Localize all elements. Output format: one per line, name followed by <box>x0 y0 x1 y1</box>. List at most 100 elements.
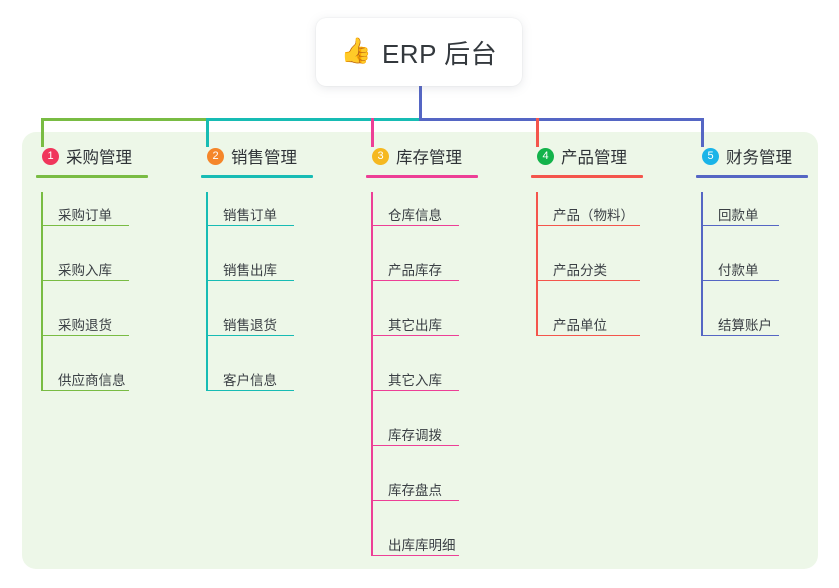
branch-item-underline <box>371 334 459 336</box>
branch-item[interactable]: 仓库信息 <box>366 192 478 247</box>
branch-item[interactable]: 出库库明细 <box>366 522 478 577</box>
branch-item[interactable]: 采购订单 <box>36 192 148 247</box>
branch-item[interactable]: 采购退货 <box>36 302 148 357</box>
branch-item-stem <box>536 302 538 336</box>
branch-item[interactable]: 产品单位 <box>531 302 643 357</box>
branch-drop-line-3 <box>371 118 374 147</box>
branch-item-stem <box>371 247 373 302</box>
branch-item[interactable]: 库存盘点 <box>366 467 478 522</box>
branch-item-label: 销售退货 <box>223 318 277 333</box>
branch-item-stem <box>206 247 208 302</box>
branch-badge-3: 3 <box>372 147 389 165</box>
branch-item-list-3: 仓库信息产品库存其它出库其它入库库存调拨库存盘点出库库明细 <box>366 192 478 577</box>
branch-item[interactable]: 其它出库 <box>366 302 478 357</box>
bus-segment-1 <box>41 118 209 121</box>
branch-item[interactable]: 销售订单 <box>201 192 313 247</box>
branch-item-label: 仓库信息 <box>388 208 442 223</box>
branch-item-underline <box>41 389 129 391</box>
branch-header-3[interactable]: 3 库存管理 <box>366 145 478 167</box>
branch-item-stem <box>206 357 208 391</box>
branch-item[interactable]: 其它入库 <box>366 357 478 412</box>
branch-underline-5 <box>696 175 808 178</box>
branch-item-stem <box>371 192 373 247</box>
branch-item[interactable]: 产品（物料） <box>531 192 643 247</box>
branch-item-underline <box>536 224 640 226</box>
branch-item[interactable]: 付款单 <box>696 247 808 302</box>
branch-header-4[interactable]: 4 产品管理 <box>531 145 643 167</box>
branch-item-stem <box>536 247 538 302</box>
thumbs-up-icon: 👍 <box>340 36 372 65</box>
branch-underline-3 <box>366 175 478 178</box>
branch-column-3: 3 库存管理仓库信息产品库存其它出库其它入库库存调拨库存盘点出库库明细 <box>366 145 478 577</box>
branch-column-4: 4 产品管理产品（物料） 产品分类产品单位 <box>531 145 643 357</box>
branch-item[interactable]: 产品库存 <box>366 247 478 302</box>
branch-item-list-4: 产品（物料） 产品分类产品单位 <box>531 192 643 357</box>
branch-item-label: 产品库存 <box>388 263 442 278</box>
branch-item-stem <box>41 192 43 247</box>
branch-item-label: 其它入库 <box>388 373 442 388</box>
branch-item[interactable]: 供应商信息 <box>36 357 148 412</box>
branch-item-stem <box>41 357 43 391</box>
root-node-title: ERP 后台 <box>381 38 498 69</box>
branch-title-3: 库存管理 <box>396 149 462 167</box>
bus-segment-2 <box>206 118 422 121</box>
branch-item-underline <box>371 389 459 391</box>
branch-title-4: 产品管理 <box>561 149 627 167</box>
bus-segment-3 <box>419 118 704 121</box>
root-node-erp-backend[interactable]: 👍 ERP 后台 <box>316 18 522 86</box>
branch-underline-2 <box>201 175 313 178</box>
branch-item-label: 销售出库 <box>223 263 277 278</box>
branch-item-label: 采购退货 <box>58 318 112 333</box>
branch-item-underline <box>536 279 640 281</box>
branch-item-list-1: 采购订单采购入库采购退货供应商信息 <box>36 192 148 412</box>
branch-item-label: 产品单位 <box>553 318 607 333</box>
branch-item-label: 库存盘点 <box>388 483 442 498</box>
branch-item[interactable]: 结算账户 <box>696 302 808 357</box>
branch-item-underline <box>701 334 779 336</box>
branch-item[interactable]: 产品分类 <box>531 247 643 302</box>
branch-item[interactable]: 回款单 <box>696 192 808 247</box>
branch-item[interactable]: 销售出库 <box>201 247 313 302</box>
branch-item-stem <box>701 192 703 247</box>
branch-item-underline <box>41 279 129 281</box>
branch-item[interactable]: 客户信息 <box>201 357 313 412</box>
branch-item-stem <box>41 302 43 357</box>
branch-item-underline <box>206 334 294 336</box>
branch-item-underline <box>701 224 779 226</box>
branch-title-1: 采购管理 <box>66 149 132 167</box>
branch-item-underline <box>371 499 459 501</box>
branch-drop-line-2 <box>206 118 209 147</box>
diagram-background-panel <box>22 132 818 569</box>
branch-drop-line-1 <box>41 118 44 147</box>
branch-item-stem <box>371 302 373 357</box>
branch-item[interactable]: 采购入库 <box>36 247 148 302</box>
branch-item-stem <box>206 192 208 247</box>
branch-item-stem <box>371 412 373 467</box>
branch-item[interactable]: 库存调拨 <box>366 412 478 467</box>
branch-badge-4: 4 <box>537 147 554 165</box>
branch-item-label: 采购订单 <box>58 208 112 223</box>
branch-title-2: 销售管理 <box>231 149 297 167</box>
branch-item-label: 销售订单 <box>223 208 277 223</box>
branch-item-underline <box>206 224 294 226</box>
branch-item-underline <box>41 224 129 226</box>
branch-item-label: 产品（物料） <box>553 208 634 223</box>
branch-item-underline <box>41 334 129 336</box>
branch-item-underline <box>536 334 640 336</box>
branch-item-underline <box>206 279 294 281</box>
branch-item[interactable]: 销售退货 <box>201 302 313 357</box>
branch-item-stem <box>371 522 373 556</box>
branch-item-label: 产品分类 <box>553 263 607 278</box>
branch-underline-1 <box>36 175 148 178</box>
branch-item-list-2: 销售订单销售出库销售退货客户信息 <box>201 192 313 412</box>
branch-item-underline <box>206 389 294 391</box>
branch-item-stem <box>371 357 373 412</box>
branch-badge-5: 5 <box>702 147 719 165</box>
